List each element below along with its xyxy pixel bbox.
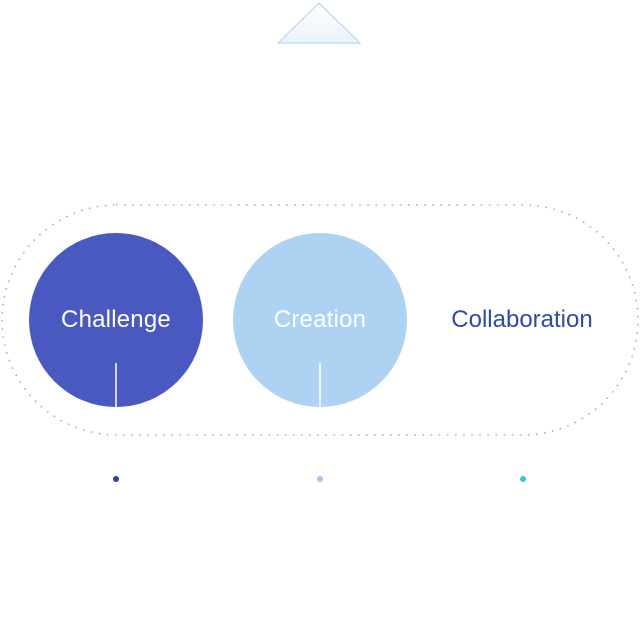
- creation-circle: Creation: [233, 233, 407, 407]
- challenge-stem-line: [115, 363, 117, 407]
- collaboration-label: Collaboration: [451, 306, 593, 333]
- top-triangle-pointer: [276, 2, 362, 44]
- creation-stem-line: [319, 363, 321, 407]
- creation-label: Creation: [273, 306, 367, 333]
- challenge-circle: Challenge: [29, 233, 203, 407]
- creation-dot: [317, 476, 323, 482]
- challenge-dot: [113, 476, 119, 482]
- collaboration-dot: [520, 476, 526, 482]
- challenge-label: Challenge: [61, 306, 171, 333]
